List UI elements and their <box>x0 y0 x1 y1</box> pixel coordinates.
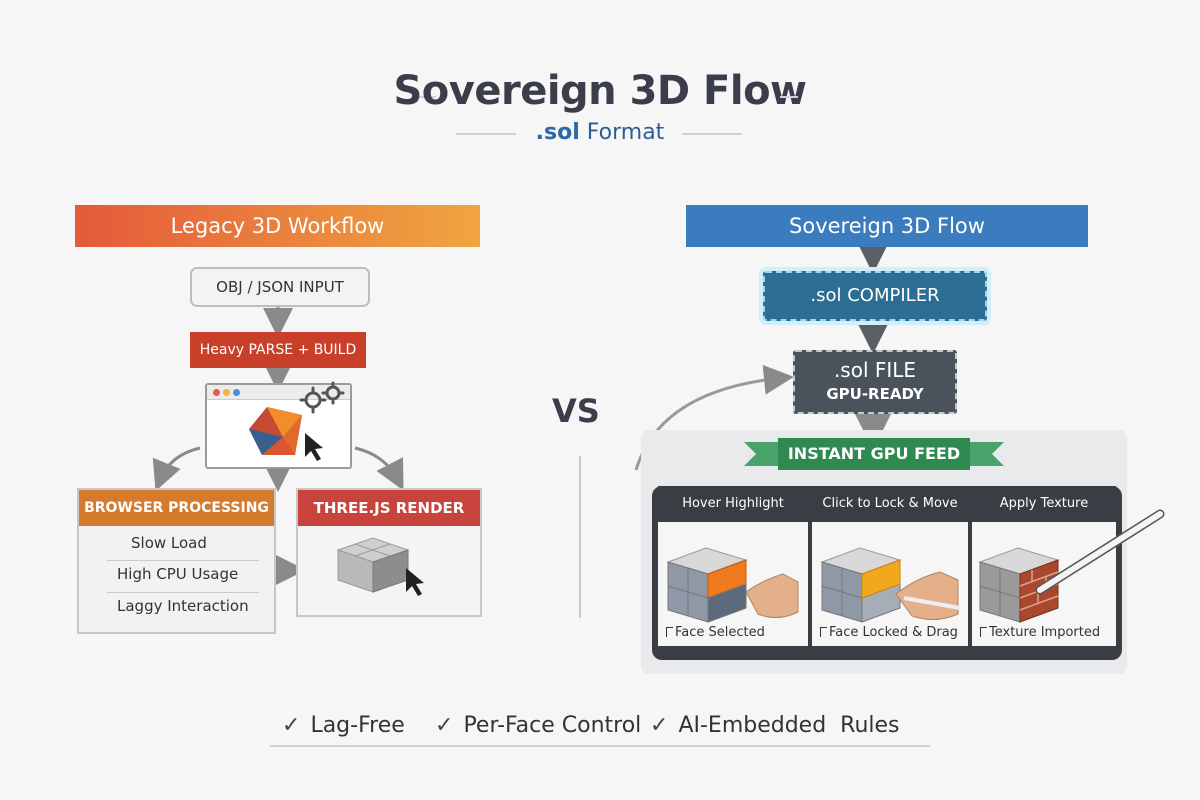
arrow-browser-to-render <box>354 446 404 491</box>
vs-label: VS <box>552 392 600 430</box>
sovereign-flow-header: Sovereign 3D Flow <box>686 205 1088 247</box>
browser-processing-box: BROWSER PROCESSING Slow Load High CPU Us… <box>77 488 276 634</box>
feature-per-face-control: ✓ Per-Face Control <box>435 713 641 738</box>
subtitle-rule-left <box>456 133 516 135</box>
cursor-icon <box>406 568 424 596</box>
feature-label: Per-Face Control <box>463 713 642 738</box>
sol-file-box: .sol FILE GPU-READY <box>793 350 957 414</box>
obj-json-input-box: OBJ / JSON INPUT <box>190 267 370 307</box>
title-rule-right <box>780 96 798 98</box>
window-dot-blue <box>233 389 240 396</box>
cube-highlight-illustration <box>666 547 799 623</box>
screen-click-lock: Click to Lock & Move Face Locked & Drag <box>812 486 968 646</box>
threejs-render-header: THREE.JS RENDER <box>298 490 480 526</box>
tablet-frame: Hover Highlight Face Selected Click to L… <box>652 486 1122 660</box>
feature-bar-underline <box>270 745 930 747</box>
banner-ribbon-tails <box>744 442 1004 466</box>
threejs-render-box: THREE.JS RENDER <box>296 488 482 617</box>
check-icon: ✓ <box>435 713 454 738</box>
screen-heading: Hover Highlight <box>658 486 808 522</box>
hand-icon <box>895 571 959 620</box>
browser-processing-header: BROWSER PROCESSING <box>79 490 274 526</box>
processing-divider <box>107 592 259 593</box>
feature-bar: ✓ Lag-Free ✓ Per-Face Control ✓ AI-Embedded… <box>270 705 930 747</box>
screen-caption: Face Selected <box>666 625 765 640</box>
screen-heading: Click to Lock & Move <box>812 486 968 522</box>
cube-texture-illustration <box>978 547 1060 623</box>
window-dot-red <box>213 389 220 396</box>
feature-label: Lag-Free <box>310 713 405 738</box>
screen-caption: Texture Imported <box>980 625 1100 640</box>
stylus-icon <box>903 596 961 610</box>
title-rule-left <box>418 96 436 98</box>
subtitle-format: Format <box>586 120 665 145</box>
legacy-workflow-header: Legacy 3D Workflow <box>75 205 480 247</box>
gpu-ready-label: GPU-READY <box>826 385 924 403</box>
processing-item-laggy: Laggy Interaction <box>117 597 249 615</box>
screen-hover-highlight: Hover Highlight Face Selected <box>658 486 808 646</box>
locked-face <box>861 559 901 599</box>
parse-build-box: Heavy PARSE + BUILD <box>190 332 366 368</box>
cube-locked-illustration <box>820 547 961 623</box>
sol-compiler-box: .sol COMPILER <box>763 271 987 321</box>
screen-caption: Face Locked & Drag <box>820 625 958 640</box>
browser-window-illustration <box>205 383 352 469</box>
page-title: Sovereign 3D Flow <box>393 68 807 114</box>
processing-item-high-cpu: High CPU Usage <box>117 565 239 583</box>
check-icon: ✓ <box>282 713 301 738</box>
feature-lag-free: ✓ Lag-Free <box>282 713 405 738</box>
instant-gpu-feed-banner: INSTANT GPU FEED <box>778 438 970 470</box>
check-icon: ✓ <box>650 713 669 738</box>
processing-item-slow-load: Slow Load <box>131 534 207 552</box>
hand-icon <box>745 573 799 618</box>
subtitle-extension: .sol <box>535 120 580 145</box>
window-dot-yellow <box>223 389 230 396</box>
feature-label: AI-Embedded Rules <box>678 713 900 738</box>
screen-heading: Apply Texture <box>972 486 1116 522</box>
stylus-pen-icon <box>1035 509 1165 595</box>
arrow-browser-to-processing <box>152 446 201 492</box>
cursor-icon <box>305 433 323 461</box>
screen-apply-texture: Apply Texture Texture Imported <box>972 486 1116 646</box>
gear-icon <box>299 381 345 414</box>
polyhedron-icon <box>249 407 323 461</box>
subtitle-rule-right <box>682 133 742 135</box>
page-subtitle: .sol Format <box>0 120 1200 145</box>
processing-divider <box>107 560 259 561</box>
grey-cube-icon <box>336 537 424 596</box>
sol-file-label: .sol FILE <box>833 358 917 382</box>
feature-ai-embedded-rules: ✓ AI-Embedded Rules <box>650 713 900 738</box>
vs-divider <box>579 456 581 618</box>
